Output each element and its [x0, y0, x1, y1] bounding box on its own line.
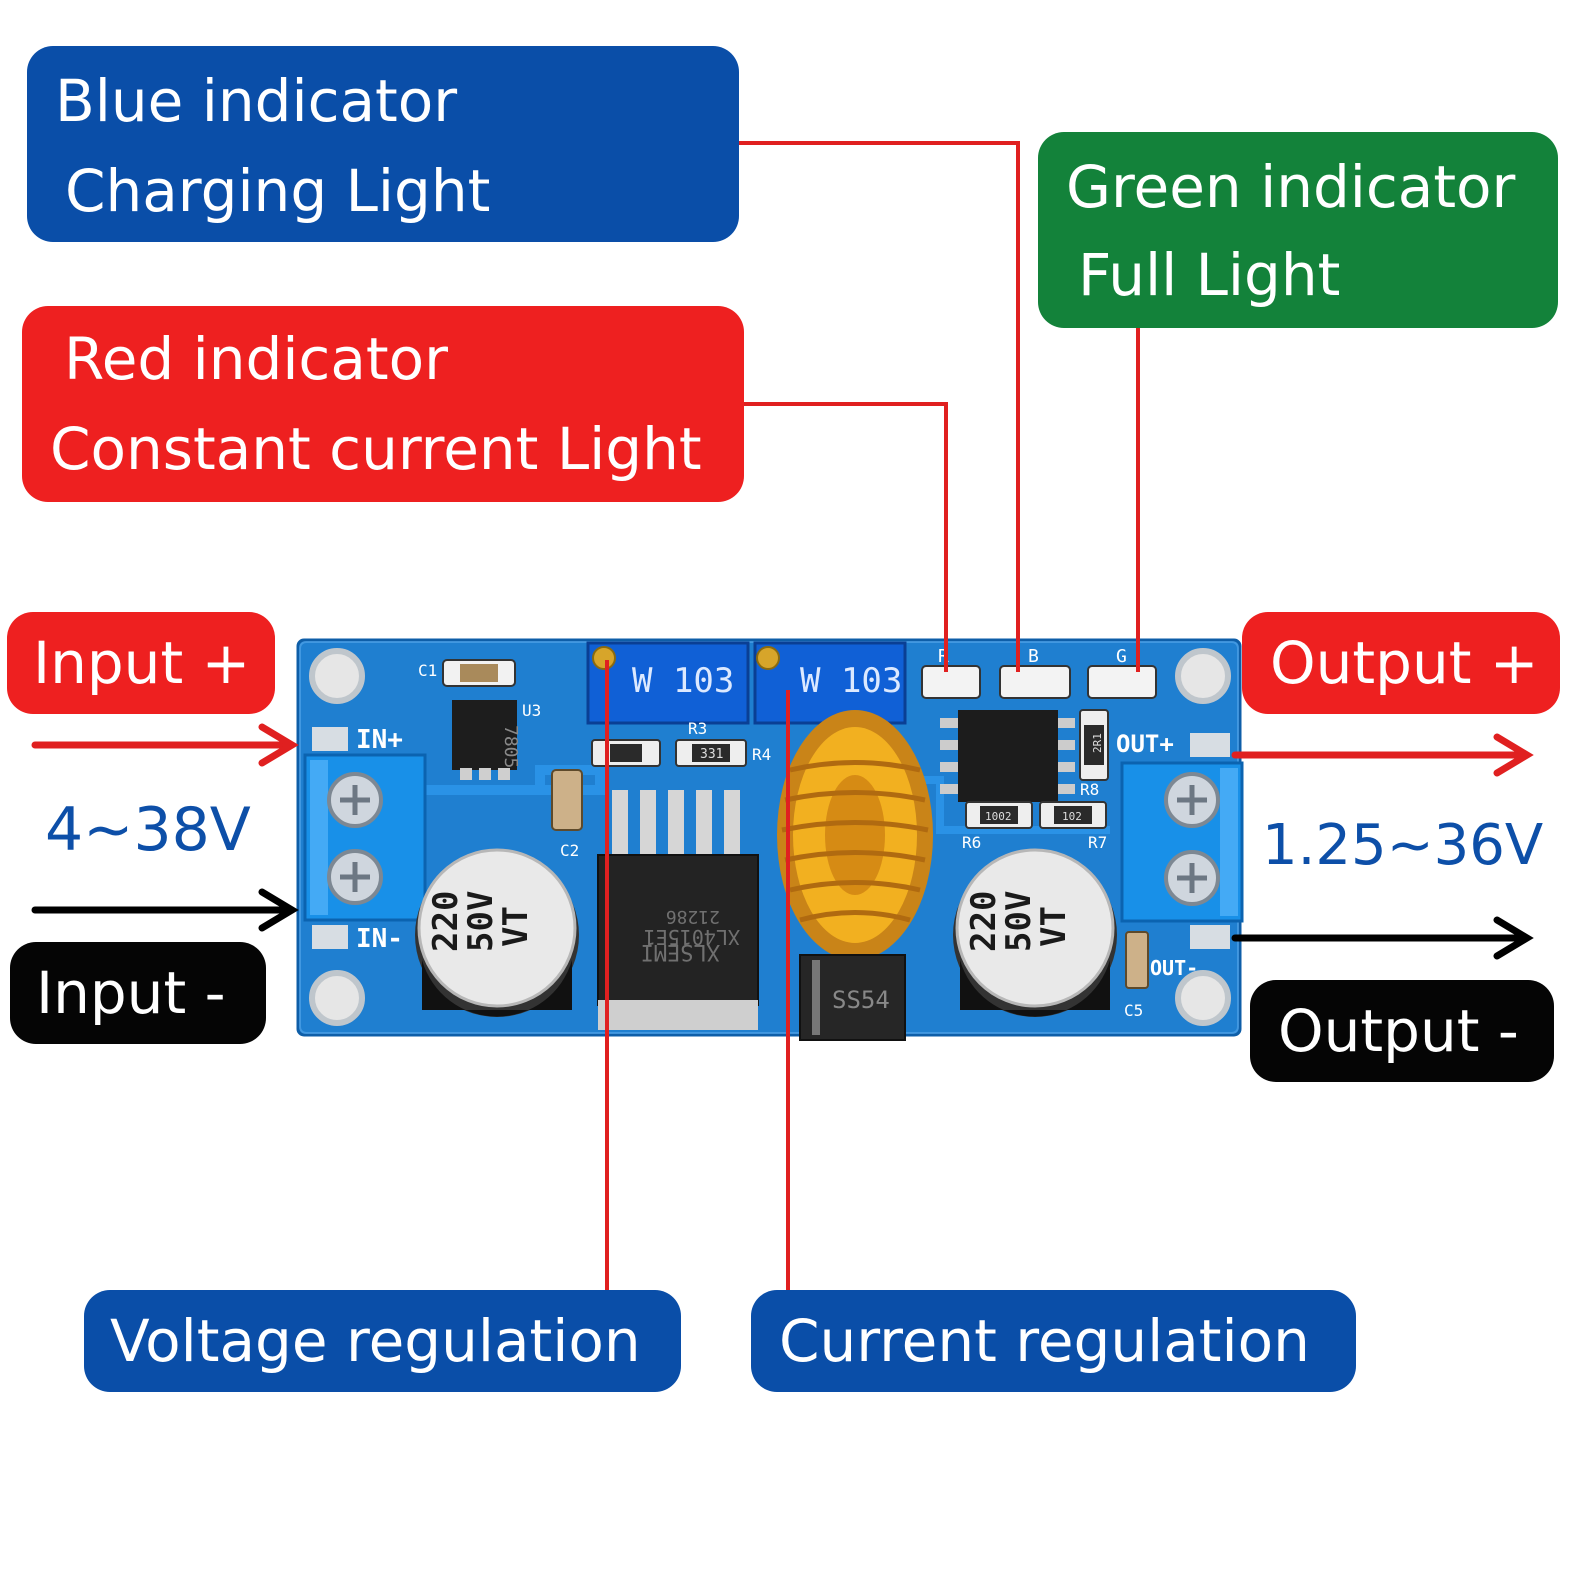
- output-minus-label: Output -: [1250, 980, 1554, 1082]
- pad: [1190, 925, 1230, 949]
- silk-led-r: R: [938, 646, 949, 667]
- resistor-2r1-marking: 2R1: [1091, 733, 1104, 753]
- diode-marking: SS54: [832, 986, 890, 1014]
- input-plus-text: Input +: [33, 629, 251, 697]
- blue-indicator-callout: Blue indicator Charging Light: [27, 46, 739, 242]
- voltage-regulation-text: Voltage regulation: [110, 1307, 641, 1375]
- silk-led-g: G: [1116, 646, 1127, 667]
- cap-left-line-3: VT: [496, 906, 536, 947]
- cap-left-line-1: 220: [426, 891, 466, 952]
- input-minus-text: Input -: [36, 959, 226, 1027]
- silk-c2: C2: [560, 841, 579, 860]
- green-led: [1087, 665, 1157, 699]
- leader-blue-indicator: [738, 141, 1020, 672]
- input-capacitor: 220 50V VT: [415, 848, 579, 1017]
- regulator-u3: [452, 700, 517, 770]
- capacitor-c5: [1125, 931, 1149, 989]
- chip-line-3: 21286: [666, 906, 720, 927]
- input-minus-label: Input -: [10, 942, 266, 1044]
- capacitor-c1-body: [460, 664, 498, 682]
- red-indicator-subtitle: Constant current Light: [50, 415, 702, 483]
- input-terminal-block: [303, 753, 427, 922]
- red-led: [921, 665, 981, 699]
- pad: [312, 925, 348, 949]
- leader-lines: [605, 141, 1140, 1302]
- silk-led-b: B: [1028, 646, 1039, 667]
- voltage-potentiometer: W 103: [586, 641, 750, 725]
- cap-right-line-2: 50V: [999, 891, 1039, 952]
- silk-in-plus: IN+: [356, 725, 403, 755]
- op-amp-chip: [940, 710, 1075, 802]
- green-indicator-callout: Green indicator Full Light: [1038, 132, 1558, 328]
- current-potentiometer: W 103: [753, 641, 907, 725]
- input-plus-label: Input +: [7, 612, 275, 714]
- input-voltage-range: 4~38V: [45, 795, 251, 865]
- cap-right-line-3: VT: [1034, 906, 1074, 947]
- cap-left-line-2: 50V: [461, 891, 501, 952]
- output-plus-arrow: [1231, 733, 1534, 777]
- cap-right-line-1: 220: [964, 891, 1004, 952]
- resistor-331-marking: 331: [700, 747, 723, 762]
- toroid-inductor: [777, 710, 933, 960]
- output-voltage-range: 1.25~36V: [1262, 813, 1544, 878]
- silk-c1: C1: [418, 661, 437, 680]
- resistor-102-marking: 102: [1062, 810, 1082, 823]
- blue-led: [999, 665, 1071, 699]
- pad: [1190, 733, 1230, 757]
- blue-indicator-subtitle: Charging Light: [65, 157, 491, 225]
- capacitor-c2: [551, 769, 583, 831]
- silk-u3: U3: [522, 701, 541, 720]
- silk-r8: R8: [1080, 780, 1099, 799]
- silk-out-plus: OUT+: [1116, 730, 1174, 758]
- output-plus-label: Output +: [1242, 612, 1560, 714]
- output-terminal-block: [1120, 761, 1244, 923]
- green-indicator-title: Green indicator: [1066, 153, 1516, 221]
- chip-line-2: XL4015E1: [644, 925, 740, 949]
- pad: [312, 727, 348, 751]
- blue-indicator-title: Blue indicator: [55, 67, 458, 135]
- green-indicator-subtitle: Full Light: [1078, 241, 1341, 309]
- resistor-1002-marking: 1002: [985, 810, 1012, 823]
- output-plus-text: Output +: [1270, 629, 1539, 697]
- output-minus-arrow: [1231, 916, 1534, 960]
- voltage-regulation-callout: Voltage regulation: [84, 1290, 681, 1392]
- silk-r3: R3: [688, 719, 707, 738]
- silk-r6: R6: [962, 833, 981, 852]
- input-minus-arrow: [31, 888, 299, 932]
- silk-in-minus: IN-: [356, 924, 403, 954]
- current-regulation-text: Current regulation: [779, 1307, 1310, 1375]
- regulator-u3-marking: 7805: [500, 725, 521, 768]
- silk-r7: R7: [1088, 833, 1107, 852]
- pot2-label: W 103: [800, 661, 902, 701]
- leader-red-indicator: [742, 402, 948, 672]
- silk-out-minus: OUT-: [1150, 956, 1198, 980]
- output-minus-text: Output -: [1278, 997, 1519, 1065]
- input-plus-arrow: [31, 723, 299, 767]
- red-indicator-callout: Red indicator Constant current Light: [22, 306, 744, 502]
- output-capacitor: 220 50V VT: [953, 848, 1117, 1017]
- current-regulation-callout: Current regulation: [751, 1290, 1356, 1392]
- pot1-label: W 103: [632, 661, 734, 701]
- chip-line-1: XLSEMI: [641, 939, 720, 964]
- red-indicator-title: Red indicator: [64, 325, 448, 393]
- silk-c5: C5: [1124, 1001, 1143, 1020]
- xl4015-chip: XLSEMI XL4015E1 21286: [597, 790, 759, 1030]
- silk-r4: R4: [752, 745, 771, 764]
